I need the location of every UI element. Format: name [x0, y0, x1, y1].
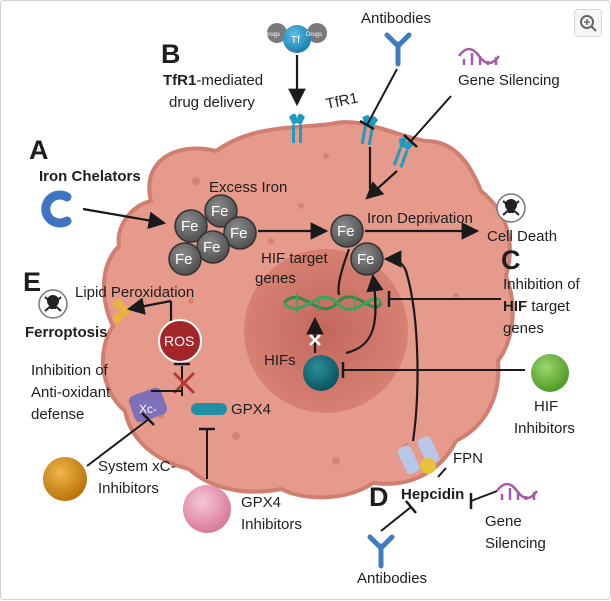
- arrow-fe-to-dna: [337, 248, 351, 296]
- blocked-x-mark: [309, 334, 321, 346]
- inhibit-line-xc: [86, 418, 150, 467]
- hepcidin-label: Hepcidin: [401, 486, 464, 503]
- arrow-receptor-to-fe: [365, 170, 398, 200]
- blocked-x-ros: [172, 371, 196, 395]
- gene-silencing-bottom-label-2: Silencing: [485, 535, 546, 552]
- tfr1-label: TfR1: [324, 90, 359, 113]
- iron-deprivation-label: Iron Deprivation: [367, 210, 473, 227]
- arrow-chelator-to-iron: [82, 207, 167, 230]
- inhibition-of-label: Inhibition of: [503, 276, 581, 293]
- tf-label: Tf: [291, 35, 300, 46]
- hifs-label: HIFs: [264, 352, 296, 369]
- gpx4-enzyme: [191, 403, 227, 415]
- hif-molecule: [303, 355, 339, 391]
- antibody-icon: [367, 534, 395, 569]
- fe-label-center: Fe: [337, 223, 355, 240]
- lipid-peroxidation-label: Lipid Peroxidation: [75, 284, 194, 301]
- rna-icon: [495, 482, 539, 500]
- tfr1-receptor-1: [289, 113, 305, 143]
- hif-target-genes-label-1: HIF target: [261, 250, 329, 267]
- inhibit-bar-gene-silencing: [403, 134, 418, 148]
- defense-label: defense: [31, 406, 84, 423]
- hif-inhibitors-label-2: Inhibitors: [514, 420, 575, 437]
- iron-chelators-label: Iron Chelators: [39, 168, 141, 185]
- fe-label-5: Fe: [175, 251, 193, 268]
- ros-molecule: [158, 319, 202, 363]
- excess-iron-label: Excess Iron: [209, 179, 287, 196]
- fe-label-4: Fe: [203, 239, 221, 256]
- arrow-hif-to-fe: [345, 273, 384, 355]
- gpx4-inhibitors-label-1: GPX4: [241, 494, 281, 511]
- inhibit-bar-antibodies: [359, 119, 375, 131]
- fpn-bracket: [437, 467, 447, 478]
- ferroptosis-label: Ferroptosis: [25, 324, 108, 341]
- panel-label-b: B: [161, 39, 181, 69]
- panel-label-a: A: [29, 135, 49, 165]
- hif-inhibitor-ball: [531, 354, 569, 392]
- excess-iron-cluster: Fe Fe Fe Fe Fe: [168, 194, 257, 276]
- antibodies-bottom-label: Antibodies: [357, 570, 427, 587]
- system-xc-label-2: Inhibitors: [98, 480, 159, 497]
- xc-label: Xc-: [139, 402, 157, 416]
- xc-transporter: Xc-: [128, 387, 168, 423]
- dna-icon: [282, 293, 383, 313]
- gene-silencing-bottom-label-1: Gene: [485, 513, 522, 530]
- gpx4-inhibitors-label-2: Inhibitors: [241, 516, 302, 533]
- inhibit-line-gene-silencing: [410, 95, 452, 142]
- iron-atom-center: [330, 214, 364, 248]
- chelator-icon: [41, 190, 72, 228]
- ferroportin-channel: [397, 436, 440, 475]
- fe-label-2: Fe: [211, 203, 229, 220]
- fpn-label: FPN: [453, 450, 483, 467]
- drug-delivery-label: drug delivery: [169, 94, 255, 111]
- fe-label-1: Fe: [181, 218, 199, 235]
- arrow-ros-to-lipid: [126, 297, 172, 315]
- antibody-icon: [384, 32, 412, 67]
- anti-oxidant-label: Anti-oxidant: [31, 384, 111, 401]
- zoom-button[interactable]: [574, 9, 602, 37]
- cell-death-label: Cell Death: [487, 228, 557, 245]
- zoom-icon: [580, 15, 597, 32]
- skull-icon: [38, 289, 68, 319]
- panel-label-d: D: [369, 482, 389, 512]
- transferrin-drug-complex: Drugs Drugs Tf: [264, 23, 327, 53]
- inhibit-line-antibody-hepcidin: [380, 506, 412, 532]
- fe-label-3: Fe: [230, 225, 248, 242]
- panel-label-e: E: [23, 267, 41, 297]
- drugs-label-2: Drugs: [306, 32, 322, 38]
- xc-inhibitor-ball: [43, 457, 87, 501]
- inhibit-line-antibodies: [366, 68, 398, 126]
- inhibit-line-hepcidin-gene: [470, 490, 498, 502]
- drugs-label: Drugs: [264, 32, 280, 38]
- hif-inhibitors-label-1: HIF: [534, 398, 558, 415]
- hif-target-genes-label-2: genes: [255, 270, 296, 287]
- inhibition-of-antioxidant-label: Inhibition of: [31, 362, 109, 379]
- genes-label: genes: [503, 320, 544, 337]
- system-xc-label-1: System xC-: [98, 458, 176, 475]
- fe-label-lower: Fe: [357, 251, 375, 268]
- panel-label-c: C: [501, 245, 521, 275]
- gene-silencing-top-label: Gene Silencing: [458, 72, 560, 89]
- inhibit-bar-antibody-hepcidin: [405, 500, 417, 514]
- ros-label: ROS: [164, 333, 194, 349]
- arrow-fpn-to-fe: [383, 250, 419, 442]
- rna-icon: [457, 47, 501, 65]
- gpx4-inhibitor-ball: [183, 485, 231, 533]
- inhibit-bar-xc: [141, 412, 155, 426]
- hif-target-label: HIF target: [503, 298, 571, 315]
- skull-icon: [496, 193, 526, 223]
- tfr1-mediated-label: TfR1-mediated: [163, 72, 263, 89]
- hepcidin-molecule: [420, 458, 436, 474]
- antibodies-top-label: Antibodies: [361, 10, 431, 27]
- gpx4-label: GPX4: [231, 401, 271, 418]
